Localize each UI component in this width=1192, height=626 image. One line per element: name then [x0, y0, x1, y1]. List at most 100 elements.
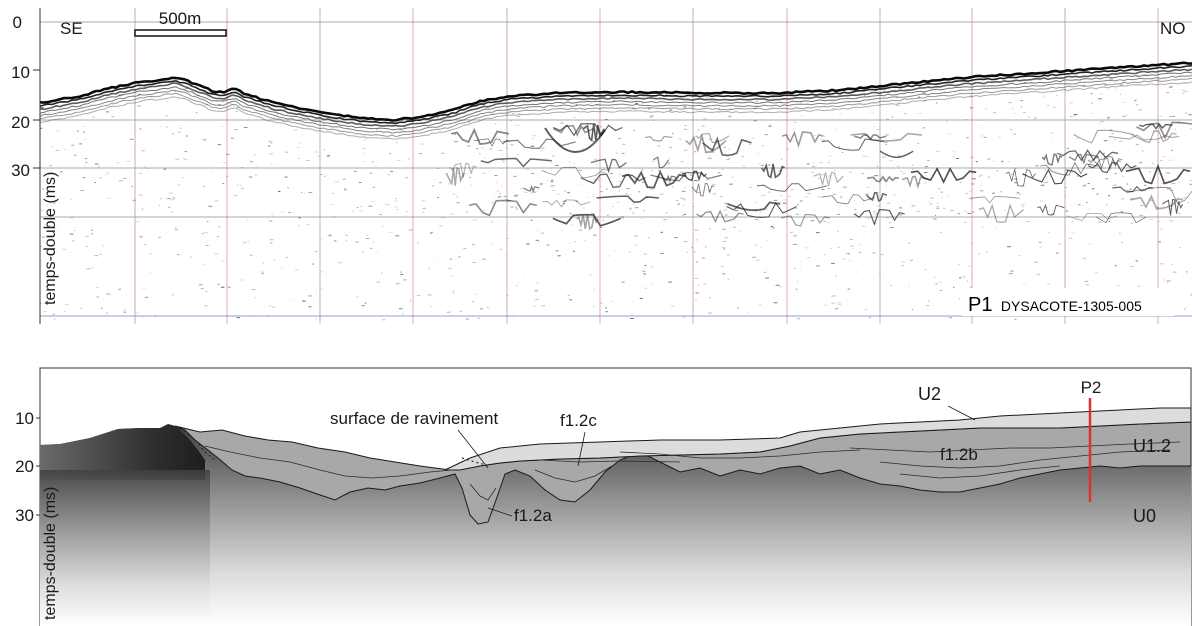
seismic-noise-speck: [397, 159, 401, 161]
seismic-noise-speck: [149, 253, 152, 255]
seismic-noise-speck: [1045, 206, 1048, 208]
seismic-noise-speck: [835, 308, 839, 310]
seismic-noise-speck: [69, 233, 74, 235]
seismic-noise-speck: [874, 223, 876, 225]
seismic-noise-speck: [381, 226, 384, 227]
seismic-noise-speck: [669, 147, 673, 149]
seismic-noise-speck: [672, 186, 674, 188]
seismic-noise-speck: [85, 246, 88, 247]
seismic-noise-speck: [1018, 255, 1021, 257]
seismic-noise-speck: [166, 126, 168, 128]
seismic-noise-speck: [1171, 263, 1173, 265]
seismic-noise-speck: [221, 101, 224, 103]
seismic-noise-speck: [1008, 102, 1012, 104]
seismic-noise-speck: [573, 241, 576, 243]
seismic-noise-speck: [551, 189, 556, 191]
seismic-noise-speck: [467, 145, 471, 147]
seismic-noise-speck: [793, 235, 797, 237]
seismic-noise-speck: [984, 108, 988, 110]
seismic-noise-speck: [1135, 165, 1138, 167]
subsurface-reflector: [866, 175, 899, 184]
seismic-noise-speck: [828, 159, 831, 161]
seismic-noise-speck: [1181, 92, 1185, 94]
seismic-noise-speck: [639, 297, 643, 299]
seismic-noise-speck: [459, 310, 462, 312]
seismic-noise-speck: [1100, 121, 1104, 123]
seismic-noise-speck: [699, 186, 702, 188]
seismic-noise-speck: [208, 205, 213, 207]
seismic-noise-speck: [236, 184, 239, 186]
seismic-noise-speck: [1021, 204, 1025, 206]
seismic-noise-speck: [489, 170, 491, 172]
seafloor-reflector: [40, 68, 1192, 127]
subsurface-reflector: [1073, 129, 1134, 144]
seismic-noise-speck: [474, 293, 477, 295]
seismic-noise-speck: [767, 269, 769, 270]
seismic-noise-speck: [1008, 161, 1010, 163]
seismic-noise-speck: [268, 145, 271, 147]
seismic-noise-speck: [395, 198, 397, 199]
seismic-noise-speck: [1047, 231, 1050, 233]
seismic-noise-speck: [107, 172, 110, 174]
seismic-noise-speck: [766, 208, 768, 210]
seismic-noise-speck: [373, 165, 378, 167]
seismic-noise-speck: [295, 269, 298, 271]
seismic-noise-speck: [770, 226, 774, 228]
seismic-noise-speck: [1119, 232, 1121, 234]
seismic-noise-speck: [177, 184, 181, 186]
seismic-noise-speck: [1090, 112, 1093, 114]
seismic-noise-speck: [635, 244, 637, 246]
seismic-noise-speck: [935, 102, 938, 104]
seismic-noise-speck: [876, 165, 878, 167]
seismic-noise-speck: [684, 187, 686, 189]
seismic-noise-speck: [202, 264, 206, 266]
seismic-noise-speck: [752, 256, 756, 258]
scale-bar: [134, 29, 227, 37]
seismic-noise-speck: [428, 268, 430, 270]
seismic-noise-speck: [465, 173, 467, 175]
seismic-noise-speck: [232, 105, 235, 107]
seismic-noise-speck: [708, 312, 713, 314]
seismic-noise-speck: [491, 204, 493, 205]
seismic-noise-speck: [85, 162, 88, 163]
seismic-noise-speck: [221, 125, 224, 127]
seismic-noise-speck: [230, 137, 233, 139]
seismic-noise-speck: [717, 111, 721, 113]
seismic-noise-speck: [269, 242, 273, 244]
seismic-noise-speck: [499, 193, 502, 195]
seismic-noise-speck: [922, 92, 926, 94]
seismic-noise-speck: [1047, 105, 1050, 106]
seismic-noise-speck: [756, 100, 758, 102]
seismic-noise-speck: [806, 163, 810, 165]
seismic-noise-speck: [773, 199, 778, 201]
seismic-noise-speck: [622, 217, 624, 219]
seismic-noise-speck: [184, 88, 189, 90]
seismic-noise-speck: [278, 190, 281, 192]
subsurface-reflector: [879, 150, 914, 159]
seismic-noise-speck: [1134, 100, 1137, 102]
seismic-noise-speck: [618, 190, 620, 192]
seismic-noise-speck: [1021, 206, 1024, 208]
seismic-noise-speck: [1169, 220, 1173, 222]
seismic-noise-speck: [1065, 210, 1068, 212]
seismic-noise-speck: [1139, 214, 1144, 216]
seismic-noise-speck: [939, 281, 942, 283]
seismic-noise-speck: [1082, 185, 1086, 187]
seismic-noise-speck: [996, 170, 999, 172]
subsurface-reflector: [1022, 168, 1088, 185]
seismic-noise-speck: [1109, 78, 1113, 80]
seismic-noise-speck: [388, 174, 390, 176]
seismic-noise-speck: [294, 129, 298, 131]
seismic-noise-speck: [1106, 117, 1110, 119]
seismic-noise-speck: [926, 305, 930, 307]
seismic-noise-speck: [847, 299, 849, 301]
seismic-noise-speck: [910, 259, 913, 261]
seismic-noise-speck: [536, 282, 538, 284]
seismic-noise-speck: [792, 243, 797, 245]
seismic-noise-speck: [644, 287, 647, 289]
seismic-noise-speck: [184, 151, 188, 153]
seismic-noise-speck: [400, 120, 404, 122]
seismic-noise-speck: [1166, 92, 1170, 94]
seismic-noise-speck: [952, 150, 956, 152]
seismic-noise-speck: [158, 236, 161, 238]
